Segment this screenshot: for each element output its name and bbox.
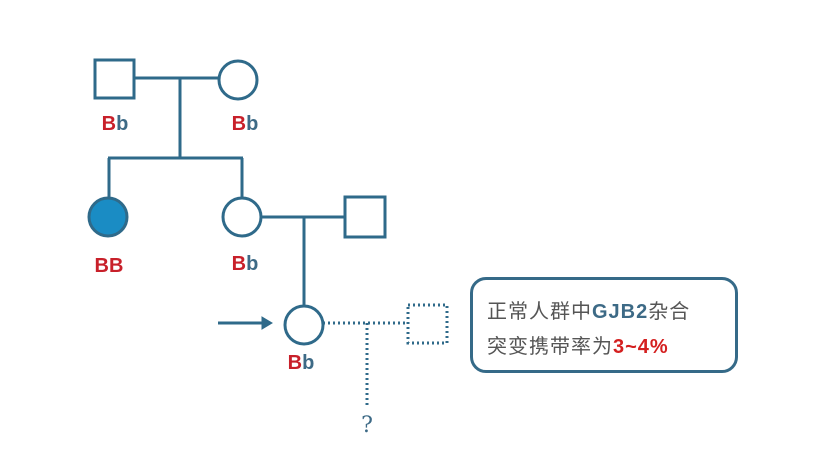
allele: B	[287, 352, 303, 374]
allele: B	[109, 255, 124, 277]
note-text: 杂合	[648, 299, 691, 323]
carrier-rate-note: 正常人群中GJB2杂合 突变携带率为3~4%	[470, 277, 738, 373]
note-line-1: 正常人群中GJB2杂合	[487, 294, 735, 329]
allele: b	[246, 113, 259, 135]
note-line-2: 突变携带率为3~4%	[487, 329, 735, 364]
proband-genotype: Bb	[288, 352, 315, 375]
unknown-offspring-label: ?	[361, 413, 373, 438]
allele: B	[101, 113, 117, 135]
allele: b	[246, 253, 259, 275]
allele: B	[94, 255, 109, 277]
allele: b	[302, 352, 315, 374]
mother-circle	[217, 59, 259, 101]
daughter-circle	[221, 196, 263, 238]
allele: B	[231, 253, 247, 275]
hypothetical-spouse-square	[406, 303, 449, 345]
proband-circle	[283, 304, 325, 346]
son-in-law-square	[343, 195, 387, 239]
father-square	[93, 58, 136, 100]
note-text: 正常人群中	[487, 299, 592, 323]
allele: B	[231, 113, 247, 135]
affected-daughter-circle	[87, 196, 129, 238]
father-genotype: Bb	[102, 113, 129, 136]
gene-name: GJB2	[592, 301, 649, 323]
arrow-head-icon	[261, 316, 273, 330]
note-text: 突变携带率为	[487, 334, 613, 358]
affected-genotype: BB	[95, 255, 124, 278]
daughter-genotype: Bb	[232, 253, 259, 276]
allele: b	[116, 113, 129, 135]
carrier-rate-value: 3~4%	[613, 336, 669, 358]
mother-genotype: Bb	[232, 113, 259, 136]
